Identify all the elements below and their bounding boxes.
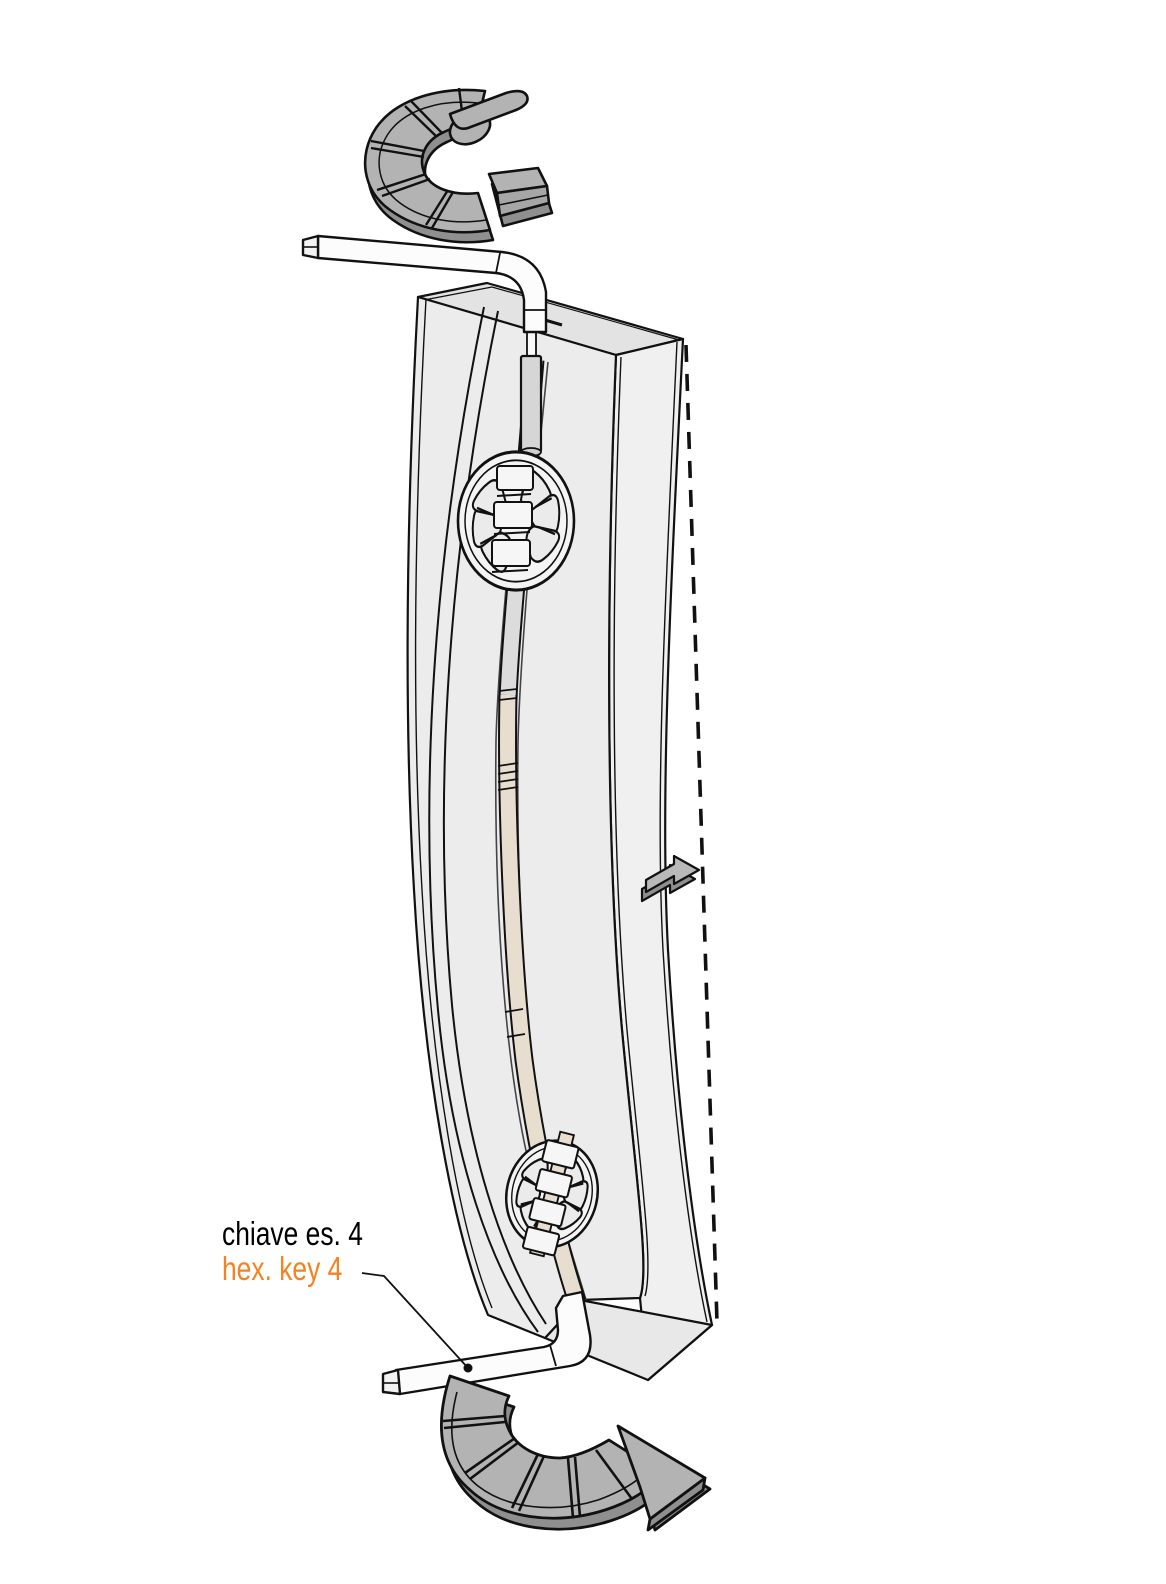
- panel-top-slot: [544, 318, 563, 327]
- spoked-disc-bottom: [504, 1130, 600, 1258]
- callout-label-english: hex. key 4: [222, 1250, 343, 1287]
- straight-position-dashed-line: [684, 344, 719, 1323]
- leader-line: [361, 1272, 473, 1373]
- rotation-arrow-bottom-icon: [440, 1374, 712, 1532]
- callout: chiave es. 4 hex. key 4: [222, 1216, 363, 1286]
- direction-arrow-middle-icon: [640, 854, 701, 903]
- callout-label-italian: chiave es. 4: [222, 1215, 363, 1252]
- hex-key-top: [301, 234, 563, 334]
- hex-key-bottom-tip: [381, 1368, 402, 1396]
- hex-key-bottom: [381, 1290, 592, 1396]
- rotation-arrow-top-icon: [363, 87, 554, 244]
- leader-dot: [463, 1363, 473, 1373]
- spoked-disc-top: [456, 450, 576, 592]
- panel-crease-line: [428, 306, 539, 1333]
